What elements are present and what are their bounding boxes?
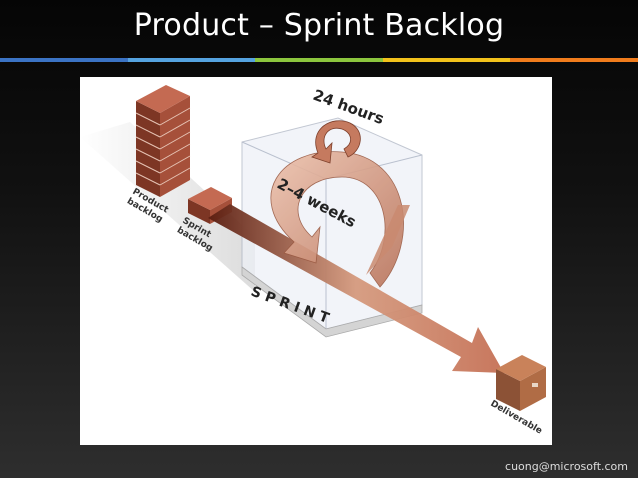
diagram-panel: Product backlog Sprint backlog 24 ho (80, 77, 552, 445)
accent-segment-1 (0, 58, 128, 62)
shadow-band (80, 122, 255, 292)
footer-email: cuong@microsoft.com (505, 460, 628, 473)
accent-color-bar (0, 58, 638, 62)
accent-segment-2 (127, 58, 256, 62)
product-backlog-stack (135, 85, 191, 197)
sprint-loop-head (366, 205, 410, 275)
accent-segment-3 (255, 58, 383, 62)
accent-segment-5 (510, 58, 638, 62)
sprint-loop-arrow (270, 151, 404, 288)
scrum-diagram: Product backlog Sprint backlog 24 ho (80, 85, 546, 437)
main-arrow (208, 204, 504, 373)
daily-loop-arrow (311, 120, 361, 164)
slide-title: Product – Sprint Backlog (133, 8, 505, 43)
deliverable-box (496, 355, 546, 411)
accent-segment-4 (382, 58, 511, 62)
